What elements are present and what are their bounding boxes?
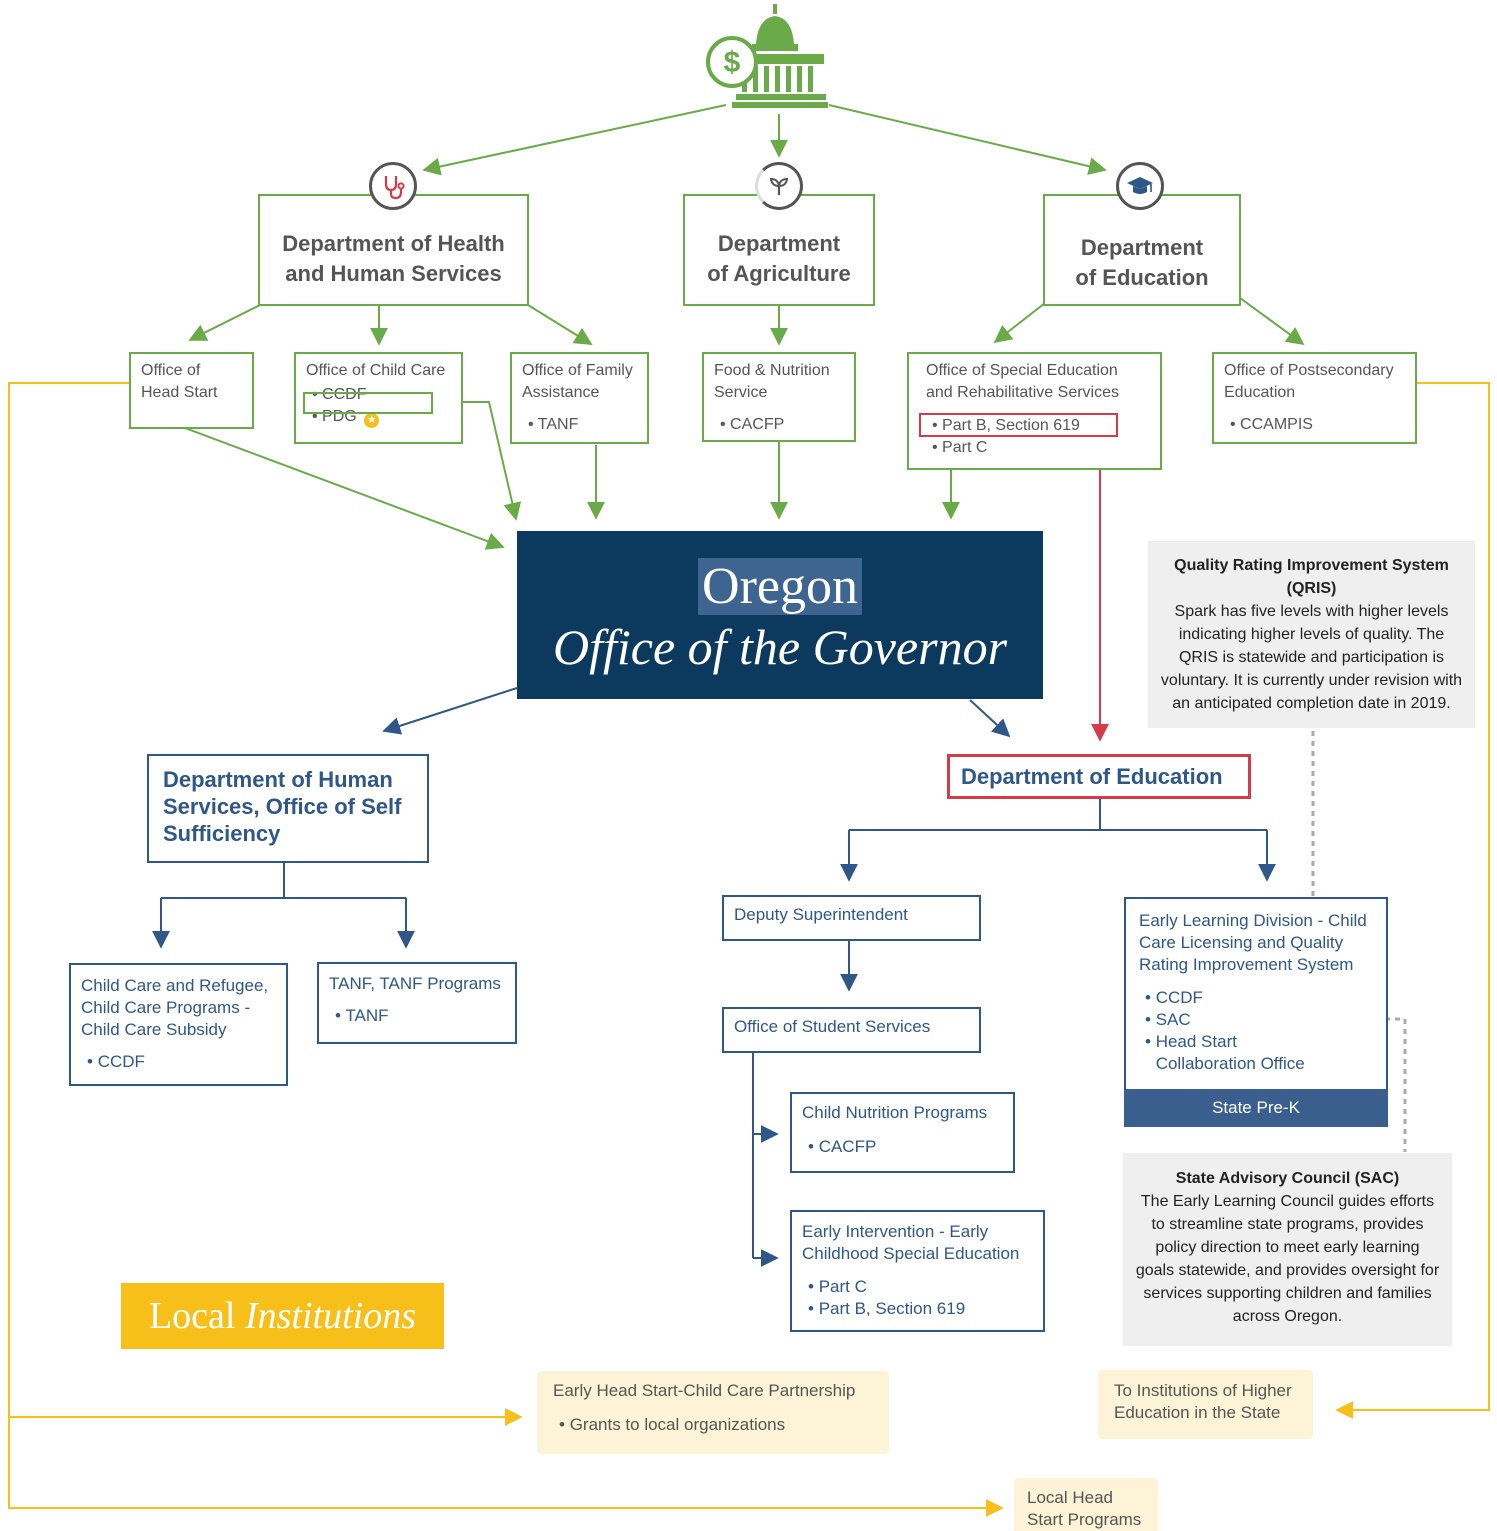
- ehs-ccp-title: Early Head Start-Child Care Partnership: [553, 1381, 856, 1400]
- office-head-start-line2: Head Start: [141, 384, 218, 401]
- child-nutrition-title: Child Nutrition Programs: [802, 1103, 988, 1122]
- qris-body: Spark has five levels with higher levels…: [1160, 603, 1463, 712]
- child-nutrition-item-cacfp: CACFP: [808, 1136, 1003, 1158]
- eld-item-head-start: Head Start Collaboration Office: [1155, 1032, 1305, 1073]
- agriculture-title-line2: of Agriculture: [707, 261, 851, 286]
- state-pre-k-bar: State Pre-K: [1124, 1089, 1388, 1127]
- postsecondary-line2: Education: [1224, 384, 1296, 401]
- office-child-care-box: Office of Child Care CCDF • PDG ★: [294, 352, 463, 444]
- office-family-assistance-box: Office of Family Assistance TANF: [510, 352, 649, 444]
- postsecondary-item-ccampis: CCAMPIS: [1230, 414, 1407, 436]
- student-services-title: Office of Student Services: [734, 1017, 931, 1036]
- osers-line1: Office of Special Education: [926, 362, 1118, 379]
- food-nutrition-line2: Service: [714, 384, 768, 401]
- child-care-refugee-title: Child Care and Refugee, Child Care Progr…: [81, 976, 269, 1039]
- part-b-highlight-outline: [919, 413, 1118, 437]
- food-nutrition-line1: Food & Nutrition: [714, 362, 830, 379]
- deputy-superintendent-box: Deputy Superintendent: [722, 895, 981, 941]
- education-federal-title-line1: Department: [1080, 235, 1204, 260]
- agriculture-title-line1: Department: [717, 231, 841, 256]
- governor-office-box: Oregon Office of the Governor: [517, 531, 1043, 699]
- local-institutions-plain: Local: [148, 1295, 236, 1337]
- hhs-title-line1: Department of Health: [282, 231, 505, 256]
- agriculture-department-box: Department of Agriculture: [683, 194, 875, 306]
- governor-state-name: Oregon: [698, 558, 862, 615]
- child-care-refugee-item-ccdf: CCDF: [87, 1051, 276, 1073]
- office-family-assistance-line1: Office of Family: [522, 362, 633, 379]
- tanf-programs-title: TANF, TANF Programs: [329, 974, 501, 993]
- eld-item-head-start-row: • Head Start Collaboration Office: [1145, 1031, 1376, 1075]
- local-head-start-box: Local Head Start Programs: [1014, 1478, 1158, 1531]
- tanf-programs-item-tanf: TANF: [335, 1005, 505, 1027]
- office-child-care-item-ccdf: CCDF: [312, 384, 453, 406]
- local-institutions-italic: Institutions: [244, 1295, 417, 1337]
- state-ode-title: Department of Education: [961, 764, 1223, 789]
- svg-text:$: $: [724, 46, 741, 79]
- hhs-title-line2: and Human Services: [285, 261, 502, 286]
- student-services-box: Office of Student Services: [722, 1007, 981, 1053]
- ehs-ccp-box: Early Head Start-Child Care Partnership …: [537, 1371, 889, 1454]
- local-institutions-banner: Local Institutions: [121, 1283, 444, 1349]
- early-intervention-title: Early Intervention - Early Childhood Spe…: [802, 1222, 1020, 1263]
- postsecondary-line1: Office of Postsecondary: [1224, 362, 1394, 379]
- state-pre-k-label: State Pre-K: [1212, 1098, 1300, 1117]
- tanf-programs-box: TANF, TANF Programs TANF: [317, 962, 517, 1044]
- ccdf-highlight-outline: [303, 392, 433, 414]
- office-postsecondary-box: Office of Postsecondary Education CCAMPI…: [1212, 352, 1417, 444]
- early-intervention-item-part-b: Part B, Section 619: [808, 1298, 1033, 1320]
- early-learning-division-box: Early Learning Division - Child Care Lic…: [1124, 897, 1388, 1127]
- graduation-cap-icon: [1116, 162, 1164, 210]
- early-intervention-box: Early Intervention - Early Childhood Spe…: [790, 1210, 1045, 1332]
- office-child-care-title: Office of Child Care: [306, 362, 446, 379]
- office-head-start-box: Office of Head Start: [129, 352, 254, 429]
- deputy-superintendent-title: Deputy Superintendent: [734, 905, 908, 924]
- eld-item-ccdf: CCDF: [1145, 987, 1376, 1009]
- eld-item-sac: SAC: [1145, 1009, 1376, 1031]
- qris-title: Quality Rating Improvement System (QRIS): [1174, 557, 1449, 597]
- sprout-icon: [755, 162, 803, 210]
- sac-title: State Advisory Council (SAC): [1175, 1170, 1400, 1187]
- office-head-start-line1: Office of: [141, 362, 201, 379]
- state-ode-box: Department of Education: [947, 754, 1251, 799]
- ehs-ccp-item-grants: Grants to local organizations: [559, 1414, 873, 1436]
- local-head-start-title: Local Head Start Programs: [1027, 1488, 1142, 1529]
- office-family-assistance-item-tanf: TANF: [528, 414, 639, 436]
- child-care-refugee-box: Child Care and Refugee, Child Care Progr…: [69, 963, 288, 1086]
- office-special-education-box: Office of Special Education and Rehabili…: [907, 352, 1162, 470]
- osers-item-part-b: Part B, Section 619: [932, 415, 1152, 437]
- state-dhs-title: Department of Human Services, Office of …: [163, 767, 402, 846]
- office-family-assistance-line2: Assistance: [522, 384, 600, 401]
- state-dhs-box: Department of Human Services, Office of …: [147, 754, 429, 863]
- higher-ed-title: To Institutions of Higher Education in t…: [1114, 1381, 1292, 1422]
- star-badge-icon: ★: [364, 413, 380, 428]
- higher-ed-box: To Institutions of Higher Education in t…: [1098, 1370, 1313, 1439]
- capitol-funding-icon: $: [704, 4, 830, 110]
- food-nutrition-service-box: Food & Nutrition Service CACFP: [702, 352, 856, 442]
- stethoscope-icon: [369, 162, 417, 210]
- hhs-department-box: Department of Health and Human Services: [258, 194, 529, 306]
- early-intervention-item-part-c: Part C: [808, 1276, 1033, 1298]
- sac-body: The Early Learning Council guides effort…: [1135, 1193, 1440, 1325]
- education-federal-title-line2: of Education: [1075, 265, 1209, 290]
- qris-callout: Quality Rating Improvement System (QRIS)…: [1148, 541, 1475, 728]
- osers-item-part-c: Part C: [932, 437, 1152, 459]
- education-federal-department-box: Department of Education: [1043, 194, 1241, 306]
- sac-callout: State Advisory Council (SAC) The Early L…: [1123, 1153, 1452, 1346]
- food-nutrition-item-cacfp: CACFP: [720, 414, 846, 436]
- child-nutrition-box: Child Nutrition Programs CACFP: [790, 1092, 1015, 1173]
- early-learning-division-title: Early Learning Division - Child Care Lic…: [1139, 911, 1367, 974]
- osers-line2: and Rehabilitative Services: [926, 384, 1119, 401]
- governor-office-name: Office of the Governor: [552, 619, 1008, 675]
